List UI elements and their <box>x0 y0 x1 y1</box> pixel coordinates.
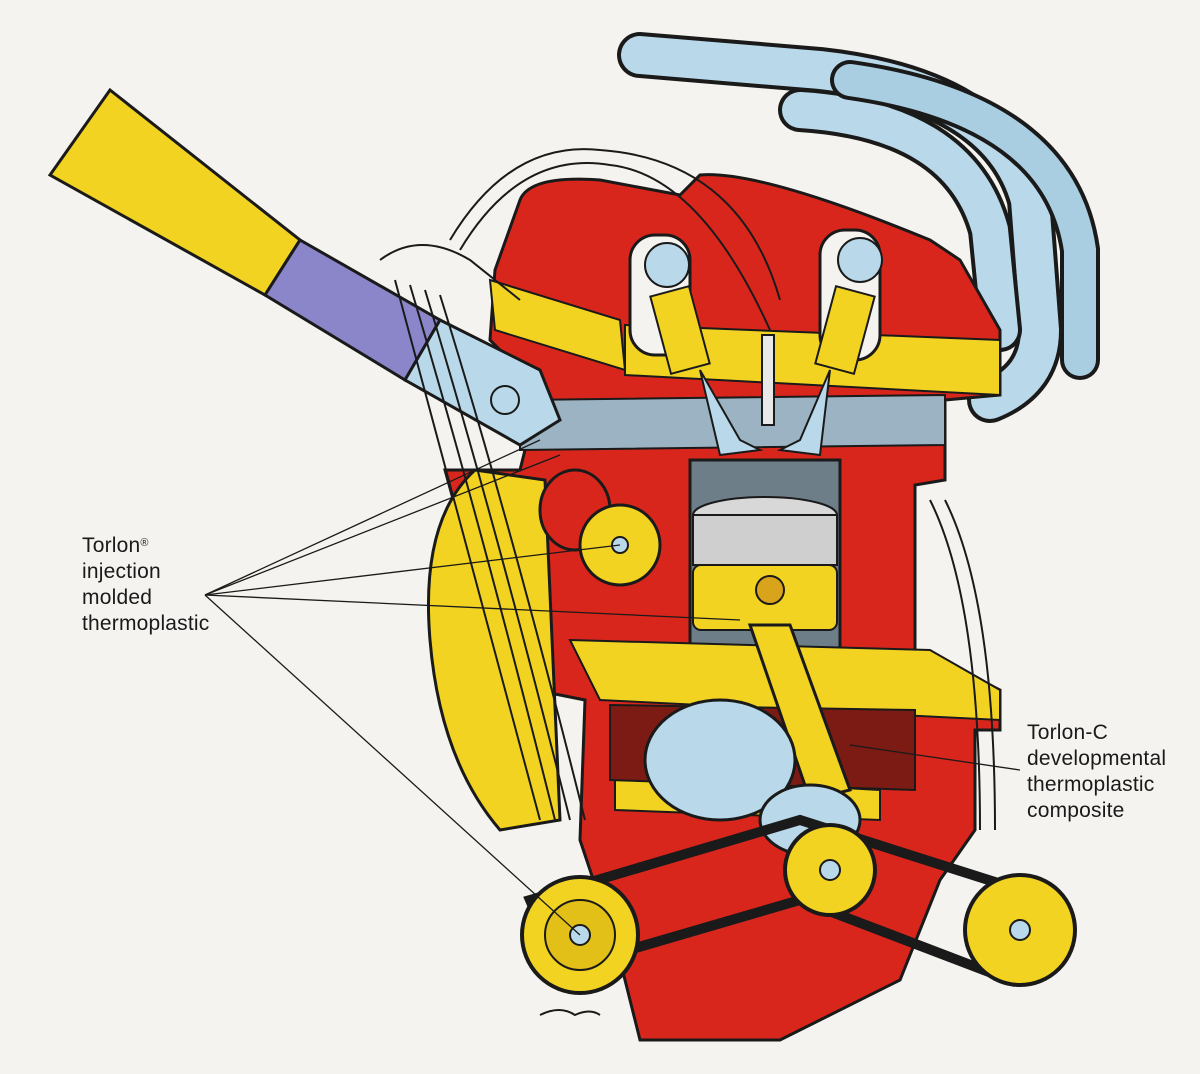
leader-lines-left <box>204 439 741 936</box>
accessory-gear <box>538 468 662 587</box>
label-right-line1: Torlon-C <box>1027 721 1108 744</box>
label-right-line4: composite <box>1027 799 1125 822</box>
label-left-line4: thermoplastic <box>82 612 210 635</box>
label-right-line3: thermoplastic <box>1027 773 1155 796</box>
exhaust-pipes <box>617 32 1100 423</box>
label-torlon-c-composite: Torlon-C developmental thermoplastic com… <box>1027 720 1197 824</box>
label-left-line2: injection <box>82 560 161 583</box>
intake <box>47 87 562 447</box>
registered-mark: ® <box>140 537 149 549</box>
label-left-line1: Torlon® <box>82 533 272 559</box>
piston <box>692 496 838 631</box>
label-torlon-injection-molded: Torlon® injection molded thermoplastic <box>82 533 272 637</box>
label-left-line3: molded <box>82 586 153 609</box>
valve-train <box>628 228 883 457</box>
leader-lines-right <box>849 744 1021 771</box>
artist-signature <box>539 1009 601 1017</box>
fuel-lines <box>379 148 996 831</box>
label-right-line2: developmental <box>1027 747 1167 770</box>
label-left-word-torlon: Torlon <box>82 534 141 557</box>
